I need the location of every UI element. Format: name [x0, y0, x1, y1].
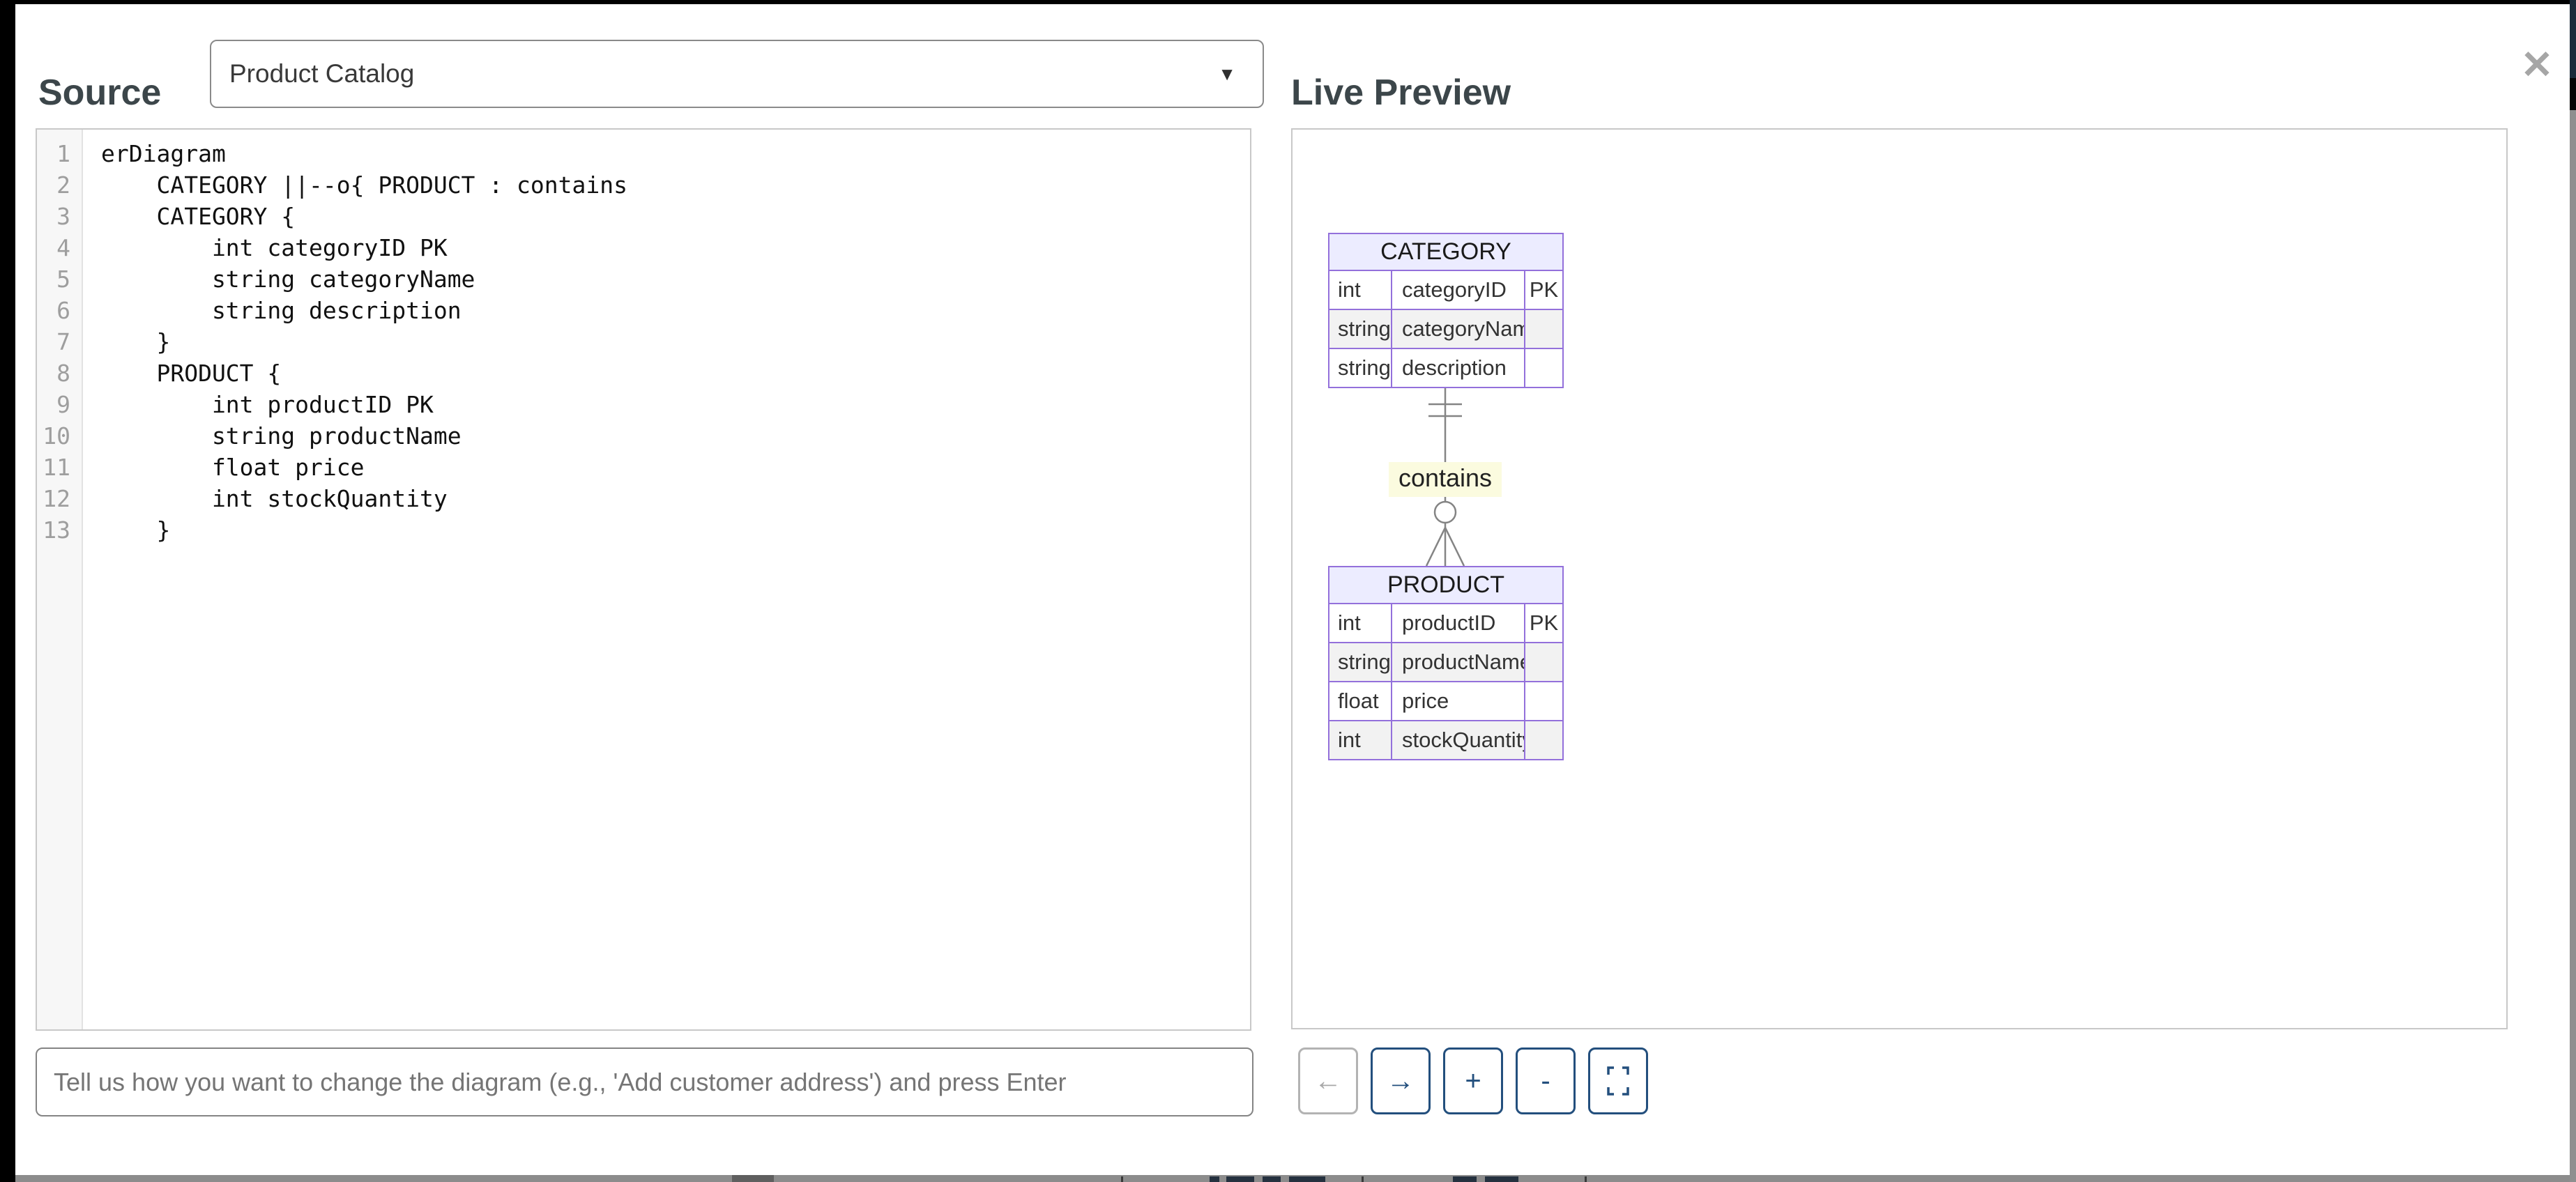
chevron-down-icon: ▼	[1218, 63, 1236, 84]
line-code: string productName	[101, 422, 462, 450]
line-code: int productID PK	[101, 391, 434, 418]
attr-name: categoryID	[1392, 271, 1525, 309]
attr-type: string	[1329, 310, 1392, 348]
attr-key	[1525, 682, 1562, 720]
code-line: 13 }	[37, 514, 1250, 546]
attr-name: stockQuantity	[1392, 721, 1525, 759]
er-entity-title: CATEGORY	[1329, 234, 1562, 270]
attr-type: string	[1329, 643, 1392, 681]
attr-type: float	[1329, 682, 1392, 720]
line-number: 2	[56, 171, 70, 199]
line-code: int stockQuantity	[101, 485, 448, 512]
code-line: 10 string productName	[37, 420, 1250, 452]
er-entity-title: PRODUCT	[1329, 567, 1562, 603]
line-number: 3	[56, 203, 70, 230]
er-entity-category: CATEGORY int categoryID PK string catego…	[1328, 233, 1564, 388]
relationship-label: contains	[1388, 462, 1502, 497]
close-icon[interactable]: ✕	[2513, 40, 2561, 89]
attr-name: categoryName	[1392, 310, 1525, 348]
attr-name: productID	[1392, 604, 1525, 642]
line-number: 9	[56, 391, 70, 418]
diagram-editor-modal: Source Product Catalog ▼ 1 erDiagram 2 CA…	[15, 4, 2570, 1175]
background-logo-icon	[0, 24, 8, 85]
line-code: CATEGORY {	[101, 203, 296, 230]
line-number: 11	[43, 454, 70, 481]
fullscreen-brackets-icon	[1607, 1066, 1629, 1096]
line-number: 12	[43, 485, 70, 512]
attr-name: price	[1392, 682, 1525, 720]
attr-type: int	[1329, 271, 1392, 309]
code-editor[interactable]: 1 erDiagram 2 CATEGORY ||--o{ PRODUCT : c…	[36, 128, 1251, 1031]
attr-type: string	[1329, 349, 1392, 387]
preview-panel-title: Live Preview	[1291, 72, 1511, 113]
line-code: }	[101, 516, 171, 544]
code-lines: 1 erDiagram 2 CATEGORY ||--o{ PRODUCT : c…	[37, 138, 1250, 546]
er-attribute-row: float price	[1329, 681, 1562, 720]
er-entity-product: PRODUCT int productID PK string productN…	[1328, 566, 1564, 760]
zoom-out-button[interactable]: -	[1516, 1047, 1576, 1114]
line-code: erDiagram	[101, 140, 226, 167]
er-attribute-row: string productName	[1329, 642, 1562, 681]
attr-type: int	[1329, 721, 1392, 759]
code-line: 12 int stockQuantity	[37, 483, 1250, 514]
cropped-underlying-toolbar	[15, 1175, 2570, 1182]
line-code: string description	[101, 297, 462, 324]
er-attribute-row: string categoryName	[1329, 309, 1562, 348]
line-number: 8	[56, 360, 70, 387]
er-attribute-row: int stockQuantity	[1329, 720, 1562, 759]
attr-type: int	[1329, 604, 1392, 642]
page-scrollbar[interactable]	[2570, 0, 2576, 1182]
attr-name: productName	[1392, 643, 1525, 681]
prompt-input[interactable]	[36, 1047, 1253, 1116]
attr-key	[1525, 349, 1562, 387]
er-attribute-row: int categoryID PK	[1329, 270, 1562, 309]
code-line: 8 PRODUCT {	[37, 358, 1250, 389]
code-line: 7 }	[37, 326, 1250, 358]
line-number: 7	[56, 328, 70, 355]
attr-key	[1525, 643, 1562, 681]
diagram-select[interactable]: Product Catalog ▼	[210, 40, 1264, 108]
line-number: 1	[56, 140, 70, 167]
line-number: 4	[56, 234, 70, 261]
undo-button[interactable]: ←	[1298, 1047, 1358, 1114]
line-code: PRODUCT {	[101, 360, 282, 387]
code-line: 11 float price	[37, 452, 1250, 483]
line-code: int categoryID PK	[101, 234, 448, 261]
line-number: 13	[43, 516, 70, 544]
line-number-gutter	[37, 130, 83, 1029]
line-number: 6	[56, 297, 70, 324]
line-code: }	[101, 328, 171, 355]
code-line: 1 erDiagram	[37, 138, 1250, 169]
line-number: 5	[56, 266, 70, 293]
scroll-strip-black	[2570, 78, 2576, 110]
code-line: 3 CATEGORY {	[37, 201, 1250, 232]
code-line: 9 int productID PK	[37, 389, 1250, 420]
er-attribute-row: string description	[1329, 348, 1562, 387]
er-attribute-row: int productID PK	[1329, 603, 1562, 642]
line-code: CATEGORY ||--o{ PRODUCT : contains	[101, 171, 627, 199]
attr-key: PK	[1529, 611, 1559, 635]
line-number: 10	[43, 422, 70, 450]
line-code: float price	[101, 454, 365, 481]
code-line: 2 CATEGORY ||--o{ PRODUCT : contains	[37, 169, 1250, 201]
zoom-in-button[interactable]: +	[1443, 1047, 1503, 1114]
attr-key: PK	[1529, 277, 1559, 302]
diagram-select-value: Product Catalog	[229, 59, 415, 88]
attr-key	[1525, 721, 1562, 759]
code-line: 4 int categoryID PK	[37, 232, 1250, 263]
scroll-strip-navy	[2570, 0, 2576, 78]
code-line: 5 string categoryName	[37, 263, 1250, 295]
attr-name: description	[1392, 349, 1525, 387]
line-code: string categoryName	[101, 266, 475, 293]
code-line: 6 string description	[37, 295, 1250, 326]
fit-screen-button[interactable]	[1588, 1047, 1648, 1114]
source-panel-title: Source	[38, 72, 162, 113]
live-preview-canvas: CATEGORY int categoryID PK string catego…	[1291, 128, 2508, 1029]
attr-key	[1525, 310, 1562, 348]
redo-button[interactable]: →	[1371, 1047, 1431, 1114]
